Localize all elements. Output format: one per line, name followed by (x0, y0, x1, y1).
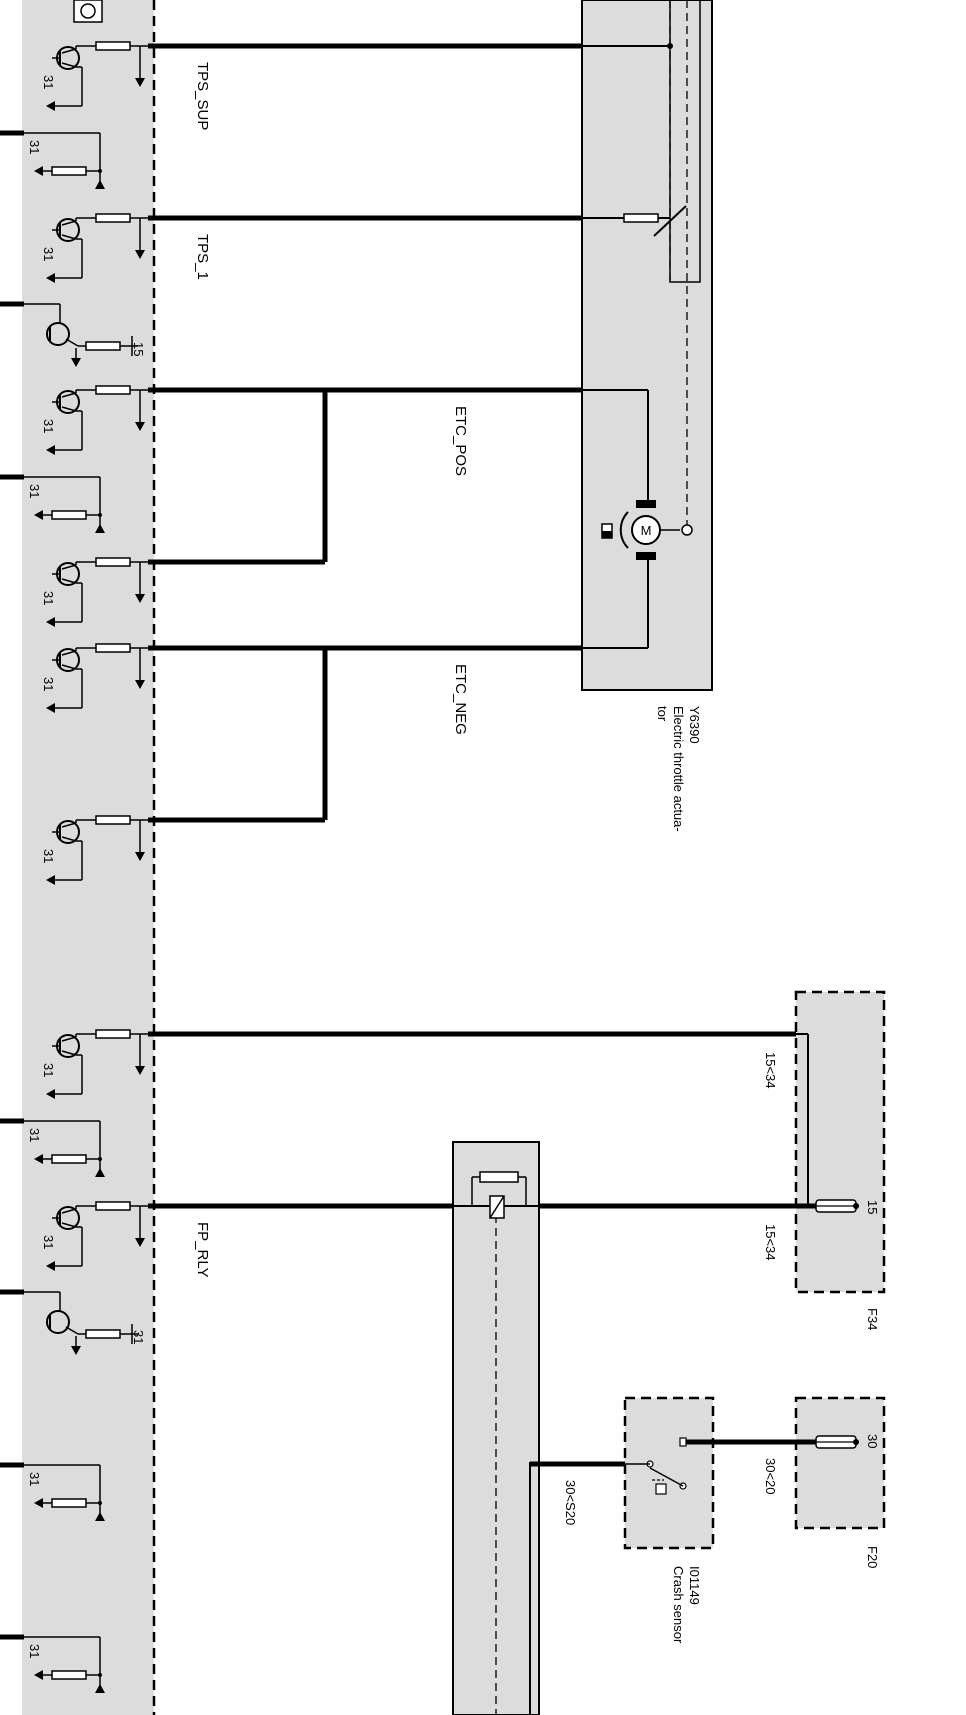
crash-sensor-switch-icon (625, 1437, 687, 1495)
wire-tps-sup-node (667, 43, 673, 49)
crash-sensor-name: Crash sensor (671, 1566, 686, 1644)
pin-label-31: 31 (27, 1128, 42, 1142)
throttle-actuator-name-2: tor (655, 706, 670, 722)
pin-label-31: 31 (41, 1063, 56, 1077)
fuse-f34-icon (815, 1199, 859, 1213)
crash-sensor-panel (625, 1398, 713, 1548)
pin-label-15: 15 (131, 342, 146, 356)
signal-label-etc-neg: ETC_NEG (452, 664, 469, 735)
crash-sensor-id: I01149 (687, 1566, 702, 1605)
signal-label-fp-rly: FP_RLY (194, 1222, 211, 1278)
pin-label-31: 31 (41, 591, 56, 605)
pin-label-31: 31 (27, 484, 42, 498)
fuse-f34-id: F34 (865, 1308, 880, 1330)
pin-label-31: 31 (27, 140, 42, 154)
fuse-f20-panel (796, 1398, 884, 1528)
pin-label-31: 31 (41, 677, 56, 691)
motor-symbol-label: M (641, 523, 652, 538)
pin-label-31: 31 (41, 849, 56, 863)
signal-label-tps-1: TPS_1 (194, 234, 211, 280)
signal-label-tps-sup: TPS_SUP (194, 62, 211, 130)
tps-potentiometer (623, 213, 659, 223)
conn-label-15-34-bottom: 15<34 (763, 1224, 778, 1261)
relay-coil-icon (471, 1171, 527, 1219)
fuse-f20-border (794, 1396, 886, 1530)
ecu-connector-icon (73, 0, 103, 23)
pin-label-31: 31 (41, 247, 56, 261)
ecu-panel (22, 0, 154, 1715)
throttle-actuator-name-1: Electric throttle actua- (671, 706, 686, 832)
fuse-f20-terminal: 30 (865, 1434, 880, 1448)
throttle-motor-icon: M (601, 500, 693, 560)
fuse-f34-border (794, 990, 886, 1294)
pin-label-31: 31 (41, 419, 56, 433)
pin-label-31: 31 (27, 1644, 42, 1658)
pin-label-31: 31 (131, 1330, 146, 1344)
pin-label-31: 31 (27, 1472, 42, 1486)
pin-labels: 31 31 31 15 31 31 31 31 31 31 31 31 31 3… (27, 75, 146, 1658)
conn-label-30-s20: 30<S20 (563, 1480, 578, 1525)
ecu-connector-icon-ring (80, 3, 96, 19)
fuse-f34-terminal: 15 (865, 1200, 880, 1214)
fuse-f20-icon (815, 1435, 859, 1449)
conn-label-15-34-top: 15<34 (763, 1052, 778, 1089)
throttle-actuator-id: Y6390 (687, 706, 702, 744)
pin-label-31: 31 (41, 75, 56, 89)
conn-label-30-20: 30<20 (763, 1458, 778, 1495)
fuse-f34-panel (796, 992, 884, 1292)
tps-sensor-box (669, 0, 701, 283)
tps-potentiometer-arrow (653, 205, 687, 237)
fuse-f20-id: F20 (865, 1546, 880, 1568)
pin-label-31: 31 (41, 1235, 56, 1249)
crash-sensor-border (623, 1396, 715, 1550)
signal-label-etc-pos: ETC_POS (452, 406, 469, 476)
